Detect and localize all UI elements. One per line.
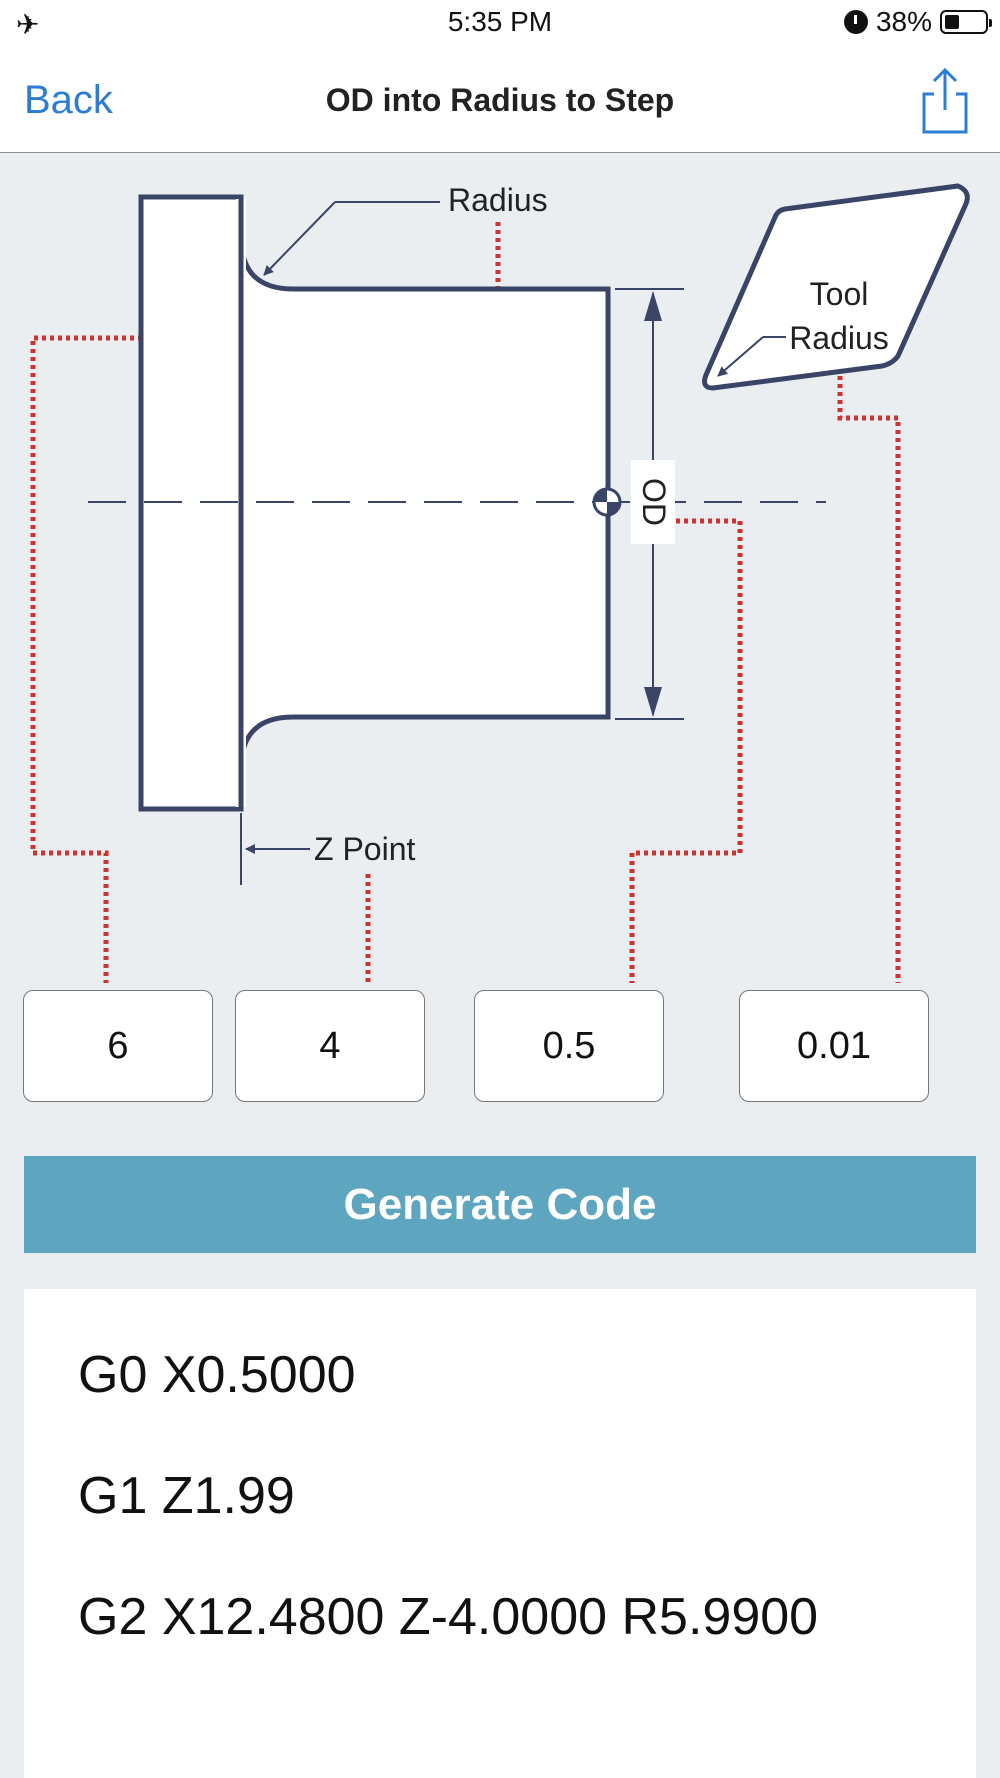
generate-code-button[interactable]: Generate Code xyxy=(24,1156,976,1253)
code-line-2: G1 Z1.99 xyxy=(78,1467,295,1525)
tool-radius-input[interactable]: 0.01 xyxy=(739,990,929,1102)
navigation-bar: Back OD into Radius to Step xyxy=(0,48,1000,153)
tool-label-line1: Tool xyxy=(810,276,869,312)
center-marker-icon xyxy=(592,487,622,517)
alarm-icon xyxy=(843,10,868,34)
radius-input[interactable]: 6 xyxy=(23,990,213,1102)
battery-icon xyxy=(940,10,992,34)
back-button[interactable]: Back xyxy=(24,78,113,122)
tool-insert-icon: Tool Radius xyxy=(702,183,970,391)
od-input[interactable]: 0.5 xyxy=(474,990,664,1102)
od-dimension: OD xyxy=(615,288,684,720)
tool-label-line2: Radius xyxy=(789,320,889,356)
radius-callout: Radius xyxy=(263,182,548,276)
lathe-diagram: OD Radius Z Point Tool Radius xyxy=(30,182,970,983)
code-line-3: G2 X12.4800 Z-4.0000 R5.9900 xyxy=(78,1588,819,1646)
battery-percent: 38% xyxy=(875,6,932,37)
page-title: OD into Radius to Step xyxy=(325,82,675,118)
radius-label: Radius xyxy=(448,182,548,218)
od-leader xyxy=(629,518,743,983)
battery-fill xyxy=(945,15,959,29)
code-line-1: G0 X0.5000 xyxy=(78,1346,356,1404)
battery-tip xyxy=(989,19,992,27)
status-bar: ✈ 5:35 PM 38% xyxy=(0,0,1000,48)
zpoint-label: Z Point xyxy=(314,831,415,867)
airplane-icon: ✈ xyxy=(16,9,40,40)
code-output-panel: G0 X0.5000 G1 Z1.99 G2 X12.4800 Z-4.0000… xyxy=(24,1289,976,1778)
zpoint-callout: Z Point xyxy=(240,813,415,885)
status-time: 5:35 PM xyxy=(447,6,553,37)
z-point-input[interactable]: 4 xyxy=(235,990,425,1102)
tool-radius-leader xyxy=(837,360,901,983)
status-right: 38% xyxy=(843,6,992,38)
share-icon[interactable] xyxy=(920,66,970,136)
od-label: OD xyxy=(636,478,672,526)
